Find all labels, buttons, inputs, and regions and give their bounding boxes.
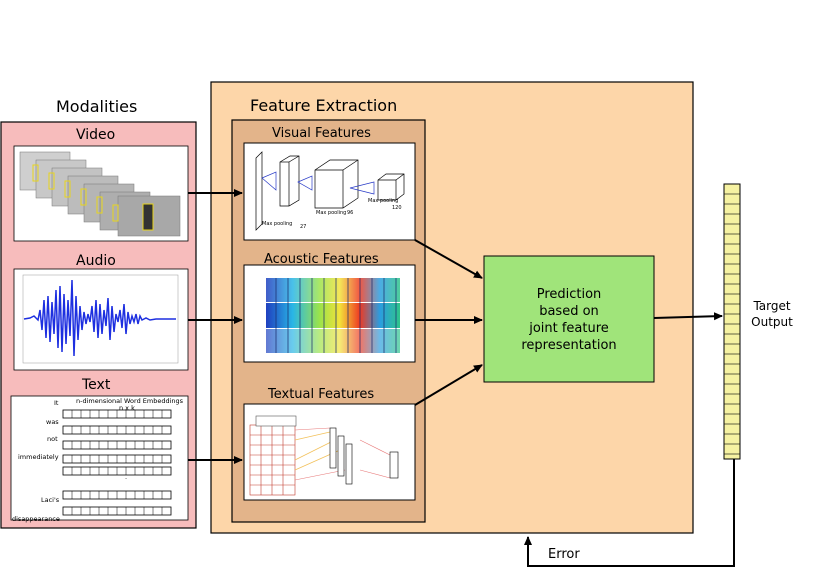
error-feedback-arrow <box>524 459 735 567</box>
cnn-label-2: 27 <box>300 224 307 230</box>
embedding-dims: n x k <box>119 404 135 412</box>
word-ellipsis: . <box>125 473 128 481</box>
target-line-1: Target <box>753 299 791 313</box>
error-label: Error <box>548 547 580 562</box>
video-frames <box>19 151 181 237</box>
video-label: Video <box>76 127 116 143</box>
target-output-label: Target Output <box>745 298 799 330</box>
word-it: It <box>54 399 59 407</box>
cnn-diagram <box>255 151 405 231</box>
word-was: was <box>46 418 59 426</box>
audio-waveform <box>23 279 176 357</box>
feature-extraction-title: Feature Extraction <box>250 96 398 115</box>
text-cnn-diagram <box>249 415 399 496</box>
word-not: not <box>47 435 58 443</box>
cnn-label-5: Max pooling <box>368 198 399 204</box>
cnn-label-3: Max pooling <box>316 210 347 216</box>
arrow-prediction-to-target <box>653 312 723 321</box>
acoustic-features-label: Acoustic Features <box>264 252 379 267</box>
target-line-2: Output <box>751 315 793 329</box>
prediction-text: Prediction based on joint feature repres… <box>484 286 654 354</box>
embedding-caption: n-dimensional Word Embeddings <box>76 397 184 405</box>
visual-features-label: Visual Features <box>272 126 371 141</box>
cnn-label-4: 96 <box>347 210 354 216</box>
cnn-label-6: 120 <box>392 205 402 211</box>
arrow-textual-to-prediction <box>414 364 483 406</box>
target-output-column <box>723 183 741 460</box>
prediction-line-4: representation <box>521 338 617 353</box>
prediction-line-2: based on <box>539 304 599 319</box>
word-immediately: immediately <box>18 453 59 461</box>
prediction-line-1: Prediction <box>536 287 602 302</box>
text-label: Text <box>82 377 111 393</box>
cnn-label-1: Max pooling <box>262 221 293 227</box>
spectrogram-image <box>266 278 400 353</box>
modalities-title: Modalities <box>56 97 138 116</box>
textual-features-label: Textual Features <box>268 387 375 402</box>
word-disappearance: disappearance <box>12 515 60 523</box>
prediction-line-3: joint feature <box>529 321 609 336</box>
audio-label: Audio <box>76 253 116 269</box>
arrow-visual-to-prediction <box>414 239 483 279</box>
word-lacis: Laci's <box>41 496 60 504</box>
prediction-box <box>483 255 655 383</box>
